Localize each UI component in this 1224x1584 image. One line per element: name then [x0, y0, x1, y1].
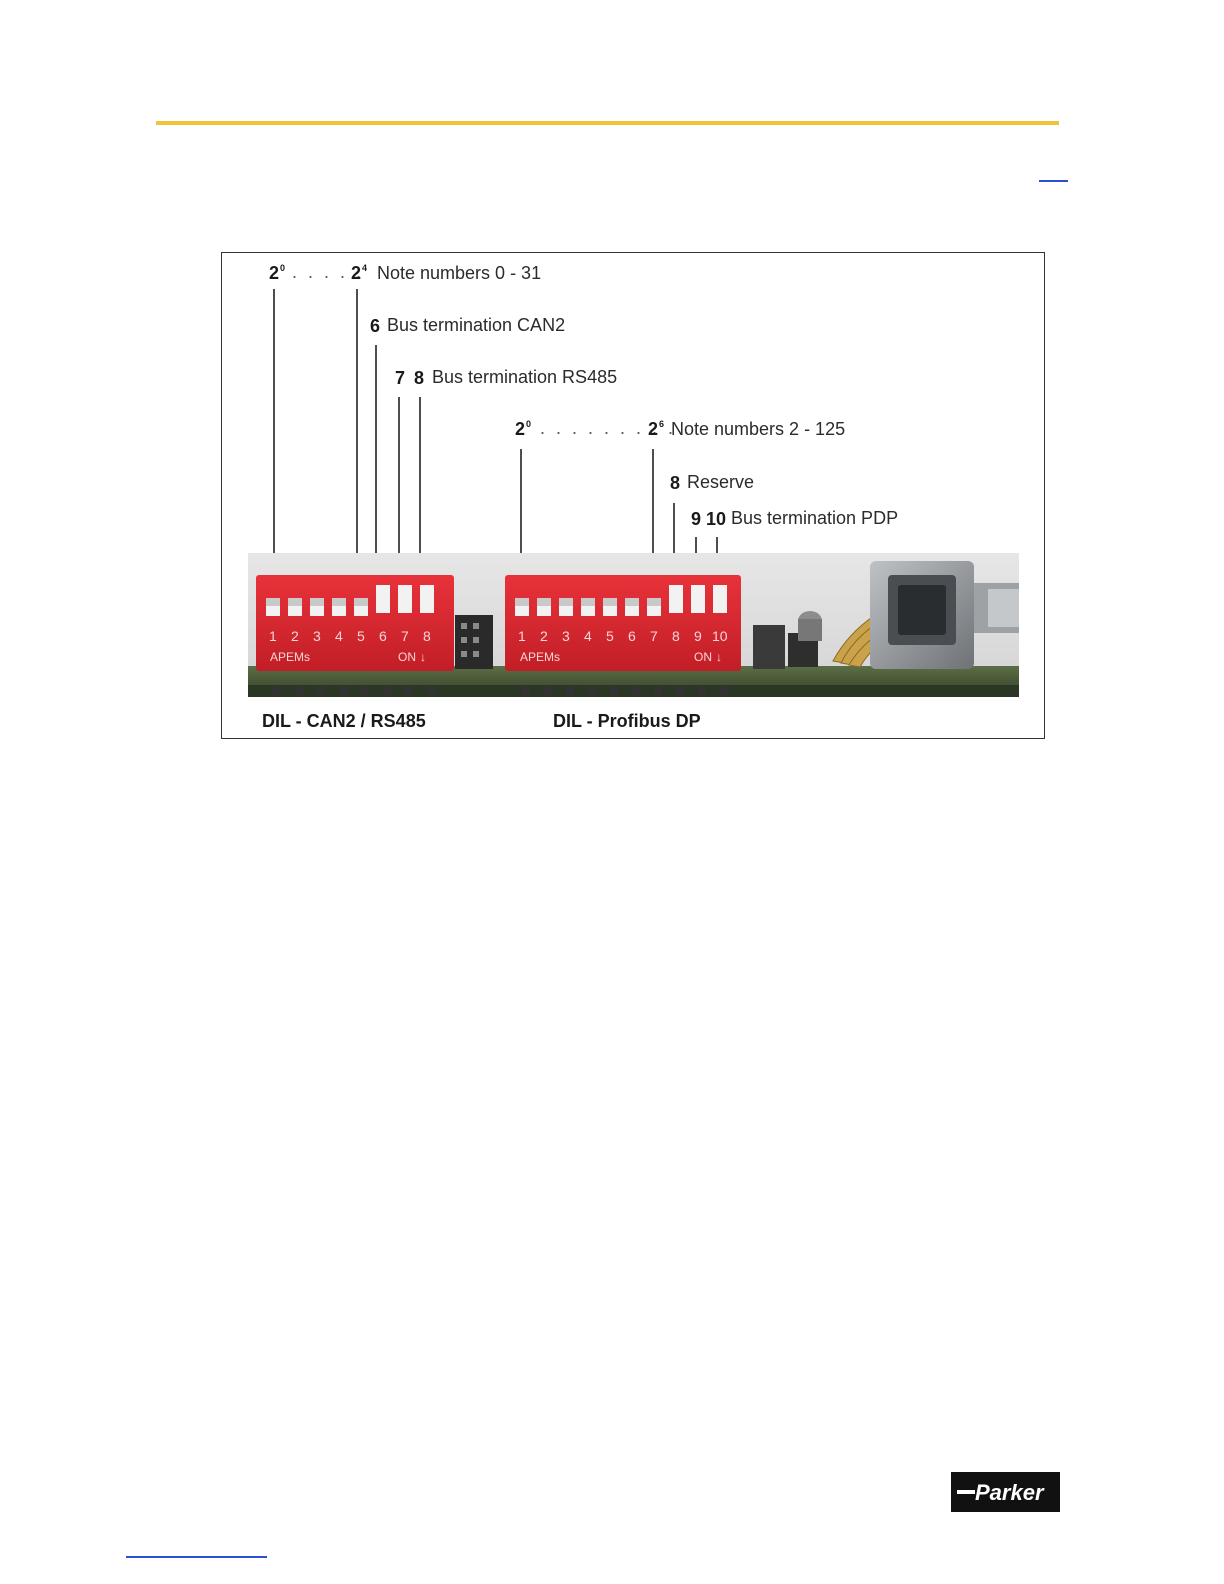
annotation-arrows: [222, 253, 1044, 593]
dip-switch-figure: 20 . . . . . 24 Note numbers 0 - 31 6 Bu…: [221, 252, 1045, 739]
switch2-num-8: 8: [672, 628, 680, 644]
switch2-num-3: 3: [562, 628, 570, 644]
switch1-maker: APEMs: [270, 650, 310, 664]
switch2-on-mark: ON: [694, 650, 712, 664]
caption-can2-rs485: DIL - CAN2 / RS485: [262, 711, 426, 732]
switch1-on-mark: ON: [398, 650, 416, 664]
switch2-num-6: 6: [628, 628, 636, 644]
page-link[interactable]: [1039, 180, 1068, 182]
switch2-num-1: 1: [518, 628, 526, 644]
switch2-maker: APEMs: [520, 650, 560, 664]
switch2-num-7: 7: [650, 628, 658, 644]
switch1-num-5: 5: [357, 628, 365, 644]
switch1-on-arrow: ↓: [420, 650, 426, 664]
switch2-num-5: 5: [606, 628, 614, 644]
switch2-on-arrow: ↓: [716, 650, 722, 664]
switch1-num-4: 4: [335, 628, 343, 644]
switch2-num-4: 4: [584, 628, 592, 644]
circuit-board-photo: 1 2 3 4 5 6 7 8 APEMs ON ↓: [248, 553, 1019, 697]
footer-link[interactable]: [126, 1556, 267, 1558]
switch1-num-2: 2: [291, 628, 299, 644]
switch2-num-2: 2: [540, 628, 548, 644]
parker-logo: Parker: [951, 1472, 1060, 1512]
switch1-num-1: 1: [269, 628, 277, 644]
header-rule: [156, 121, 1059, 125]
switch1-num-7: 7: [401, 628, 409, 644]
switch1-num-6: 6: [379, 628, 387, 644]
switch1-num-3: 3: [313, 628, 321, 644]
switch2-num-9: 9: [694, 628, 702, 644]
switch2-num-10: 10: [712, 628, 728, 644]
svg-text:Parker: Parker: [975, 1480, 1045, 1505]
switch1-num-8: 8: [423, 628, 431, 644]
caption-profibus-dp: DIL - Profibus DP: [553, 711, 701, 732]
